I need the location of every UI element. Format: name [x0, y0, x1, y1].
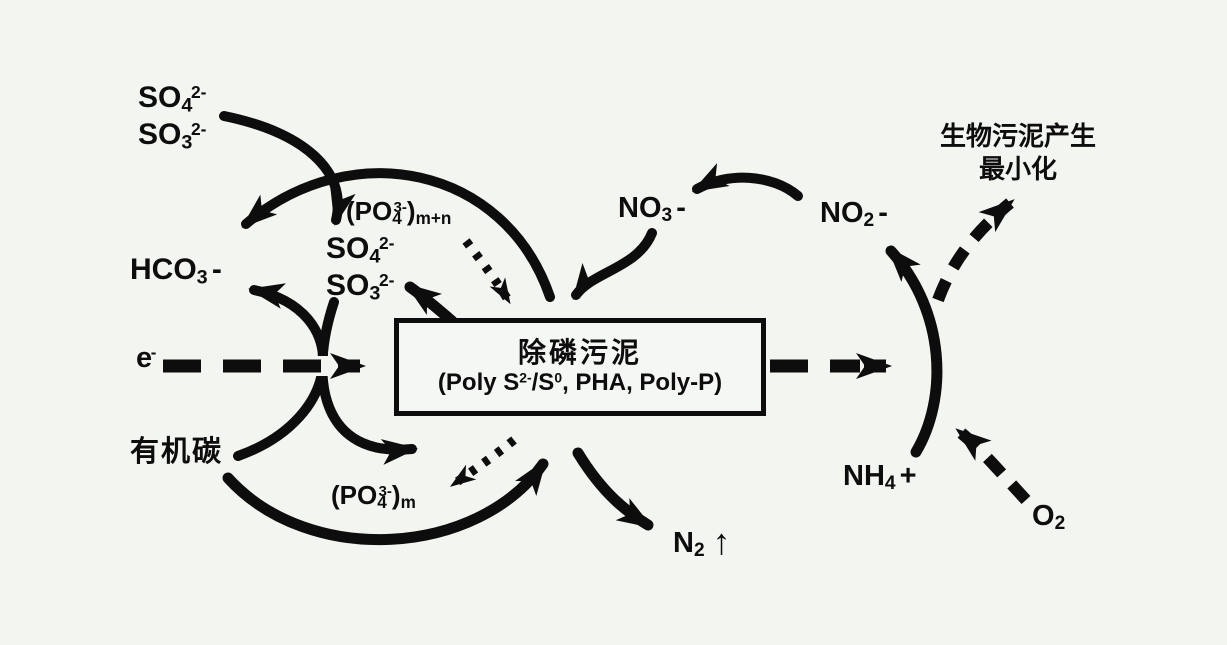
nh4-base: NH: [843, 460, 885, 492]
label-no3: NO3-: [618, 192, 686, 227]
no3-charge: -: [676, 192, 686, 224]
arrow-to-sludge-minimize: [932, 198, 1015, 303]
label-so4-middle: SO42-: [326, 234, 394, 267]
arrow-box-to-po4m-dotted: [449, 436, 517, 488]
no2-charge: -: [878, 197, 888, 229]
so4-mid-base: SO: [326, 232, 370, 265]
so4-mid-sub: 4: [369, 245, 381, 268]
arrow-box-to-n2: [572, 447, 654, 531]
label-nh4: NH4+: [843, 460, 917, 495]
label-hco3: HCO3-: [130, 255, 222, 288]
po4-mn-open: (PO: [346, 196, 393, 226]
process-box: 除磷污泥 (Poly S2-/S0, PHA, Poly-P): [394, 318, 766, 416]
sludge-minimize-line1: 生物污泥产生: [939, 121, 1096, 151]
label-no2: NO2-: [820, 197, 888, 232]
po4-m-sup: 3-: [378, 483, 392, 501]
n2-sub: 2: [693, 540, 705, 562]
no2-base: NO: [820, 197, 864, 229]
label-n2: N2 ↑: [673, 521, 731, 562]
box-formula-p3: , PHA, Poly-P): [562, 368, 723, 396]
no2-sub: 2: [863, 210, 875, 232]
so3-top-base: SO: [138, 118, 182, 151]
label-o2: O2: [1032, 500, 1066, 535]
so3-mid-sub: 3: [369, 282, 381, 305]
electron-base: e: [136, 342, 153, 374]
process-box-formula: (Poly S2-/S0, PHA, Poly-P): [438, 369, 722, 397]
so4-top-sub: 4: [181, 94, 193, 117]
so3-mid-sup: 2-: [378, 269, 395, 290]
so4-mid-sup: 2-: [378, 232, 395, 253]
no3-sub: 3: [661, 205, 673, 227]
box-formula-sup2: 0: [554, 368, 563, 385]
o2-sub: 2: [1054, 513, 1066, 535]
label-so4-top: SO42-: [138, 83, 206, 116]
process-box-title: 除磷污泥: [517, 336, 642, 368]
po4-mn-series: m+n: [415, 207, 452, 228]
hco3-charge: -: [211, 253, 222, 286]
label-organic-carbon: 有机碳: [130, 438, 223, 467]
so3-top-sub: 3: [181, 131, 193, 154]
label-po4-mn: (PO43-)m+n: [346, 198, 451, 227]
box-formula-p2: /S: [531, 368, 555, 396]
po4-mn-close: ): [406, 196, 416, 226]
label-sludge-minimize: 生物污泥产生 最小化: [918, 120, 1118, 185]
arrow-o2-to-nitrification: [955, 427, 1031, 505]
arrow-nh4-to-no2: [885, 245, 943, 458]
label-electron: e-: [136, 344, 156, 373]
hco3-sub: 3: [196, 266, 208, 289]
electron-sup: -: [150, 343, 157, 363]
po4-m-series: m: [400, 491, 416, 512]
o2-base: O: [1032, 500, 1055, 532]
po4-mn-sub: 4: [392, 207, 402, 228]
arrow-box-to-hco3-top-arc: [241, 168, 555, 302]
po4-m-close: ): [391, 480, 401, 510]
arrow-so3-to-box-bottom: [317, 297, 418, 465]
n2-base: N: [673, 527, 694, 559]
label-so3-top: SO32-: [138, 120, 206, 153]
po4-m-sub: 4: [377, 491, 387, 512]
box-formula-sup1: 2-: [519, 368, 532, 385]
label-so3-middle: SO32-: [326, 271, 394, 304]
po4-mn-sup: 3-: [393, 199, 407, 217]
arrow-po4mn-to-box-dotted: [462, 238, 512, 305]
sludge-minimize-line2: 最小化: [978, 153, 1057, 184]
arrow-organic-to-box-bottom-arc: [222, 458, 549, 546]
n2-up-arrow-icon: ↑: [712, 521, 731, 562]
no3-base: NO: [618, 192, 662, 224]
hco3-base: HCO: [130, 253, 197, 286]
so4-top-base: SO: [138, 81, 182, 114]
nh4-charge: +: [899, 460, 917, 492]
box-formula-p1: (Poly S: [437, 368, 520, 396]
so3-top-sup: 2-: [190, 118, 207, 139]
label-po4-m: (PO43-)m: [331, 482, 416, 511]
arrow-box-to-so3-middle: [404, 281, 458, 327]
organic-carbon-text: 有机碳: [130, 436, 224, 468]
arrow-so4-top-to-middle: [219, 111, 356, 226]
nh4-sub: 4: [884, 473, 896, 495]
so4-top-sup: 2-: [190, 81, 207, 102]
arrow-no2-to-no3: [691, 163, 803, 201]
po4-m-open: (PO: [331, 480, 378, 510]
arrow-no3-to-box: [571, 228, 657, 300]
so3-mid-base: SO: [326, 269, 370, 302]
